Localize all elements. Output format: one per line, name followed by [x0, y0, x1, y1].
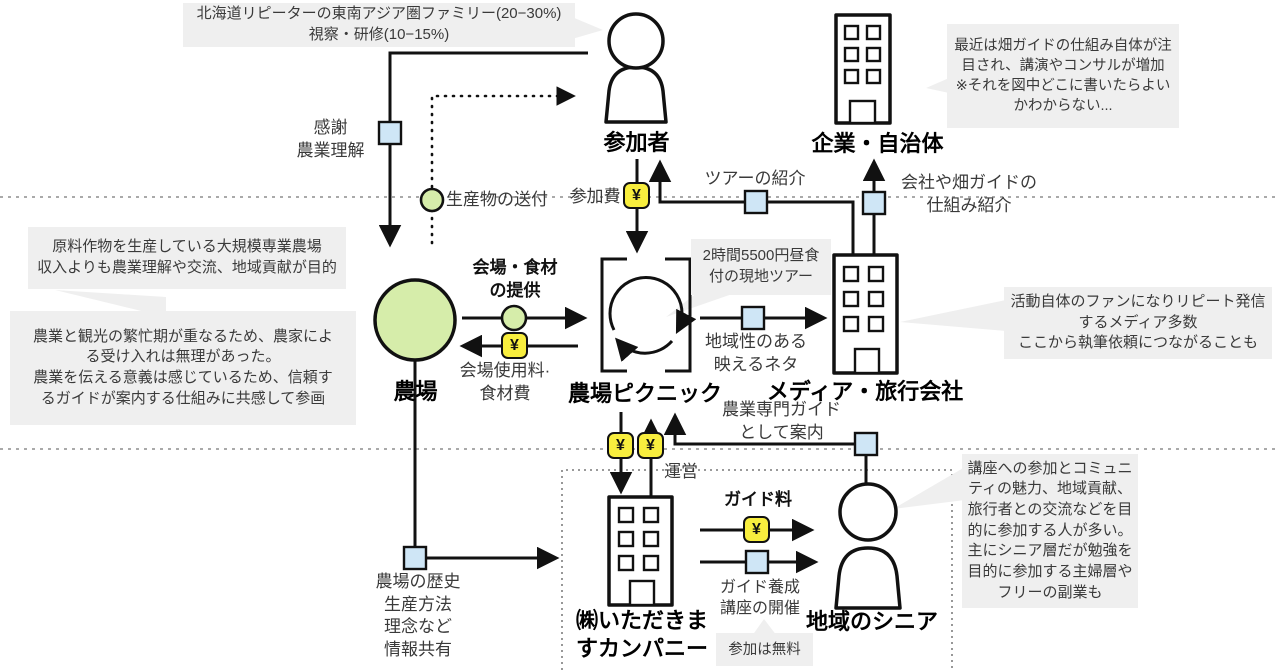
guide-escort-label: 農業専門ガイド として案内 [722, 400, 841, 442]
media-travel-building-icon [832, 253, 899, 375]
photogenic-goods-icon [740, 305, 766, 331]
gratitude-line [378, 51, 588, 248]
operation-money-icon: ¥ [637, 432, 664, 459]
participants-person-icon [604, 12, 668, 124]
participants-label: 参加者 [603, 130, 670, 155]
farm-callouts-tail [55, 290, 166, 317]
participation-fee-money-icon: ¥ [623, 182, 650, 209]
venue-food-icon [500, 304, 528, 332]
senior-profile-callout: 講座への参加とコミュニ ティの魅力、地域貢献、 旅行者との交流などを目 的に参加… [962, 454, 1138, 608]
guide-escort-line [663, 412, 868, 484]
tour-referral-label: ツアーの紹介 [704, 169, 806, 188]
farm-label: 農場 [393, 379, 438, 404]
guide-training-goods-icon [744, 549, 770, 575]
photogenic-content-label: 地域性のある 映えるネタ [705, 332, 807, 374]
operation-label: 運営 [664, 462, 698, 481]
seniors-person-icon [834, 482, 902, 610]
gratitude-goods-icon [377, 120, 403, 146]
farm-picnic-cycle-icon [600, 257, 697, 373]
free-callout-tail [752, 619, 777, 636]
venue-food-label: 会場・食材 の提供 [472, 258, 558, 300]
produce-shipping-dotted-line [430, 86, 576, 245]
guide-training-label: ガイド養成 講座の開催 [719, 579, 800, 618]
produce-shipping-icon [419, 187, 445, 213]
gratitude-label: 感謝 農業理解 [296, 118, 365, 160]
tour-referral-goods-icon [743, 189, 769, 215]
farm-picnic-label: 農場ピクニック [567, 381, 722, 406]
revenue-money-icon: ¥ [607, 432, 634, 459]
itadakimasu-building-icon [607, 495, 674, 607]
guide-escort-goods-icon [853, 431, 879, 457]
farm-info-label: 農場の歴史 生産方法 理念など 情報共有 [375, 572, 461, 659]
produce-shipping-label: 生産物の送付 [446, 190, 548, 209]
free-participation-callout: 参加は無料 [716, 633, 813, 666]
guide-fee-money-icon: ¥ [743, 516, 770, 543]
senior-callout-tail [893, 467, 965, 509]
company-government-label: 企業・自治体 [811, 131, 944, 156]
farm-node-circle [373, 278, 457, 362]
participation-fee-label: 参加費 [569, 187, 621, 206]
media-callout-tail [900, 300, 1006, 331]
scheme-referral-goods-icon [861, 190, 887, 216]
visitors-callout-tail [572, 17, 603, 39]
company-government-building-icon [834, 13, 892, 125]
company-group-dashed-box [561, 469, 953, 670]
media-fans-callout: 活動自体のファンになりリピート発信 するメディア多数 ここから執筆依頼につながる… [1004, 287, 1272, 359]
farm-reason-callout: 農業と観光の繁忙期が重なるため、農家によ る受け入れは無理があった。 農業を伝え… [10, 311, 356, 425]
itadakimasu-company-label: ㈱いただきま すカンパニー [575, 608, 708, 661]
scheme-referral-label: 会社や畑ガイドの 仕組み紹介 [901, 173, 1037, 215]
venue-fee-label: 会場使用料· 食材費 [459, 361, 551, 403]
farm-info-goods-icon [402, 545, 428, 571]
local-seniors-label: 地域のシニア [805, 609, 938, 634]
media-travel-label: メディア・旅行会社 [766, 379, 964, 404]
guide-fee-label: ガイド料 [724, 490, 792, 509]
farm-profile-callout: 原料作物を生産している大規模専業農場 収入よりも農業理解や交流、地域貢献が目的 [28, 227, 346, 289]
tour-detail-callout: 2時間5500円昼食 付の現地ツアー [691, 239, 831, 295]
venue-fee-money-icon: ¥ [501, 332, 528, 359]
consulting-callout: 最近は畑ガイドの仕組み自体が注 目され、講演やコンサルが増加 ※それを図中どこに… [947, 24, 1179, 128]
visitors-callout: 北海道リピーターの東南アジア圏ファミリー(20−30%) 視察・研修(10−15… [183, 3, 575, 47]
